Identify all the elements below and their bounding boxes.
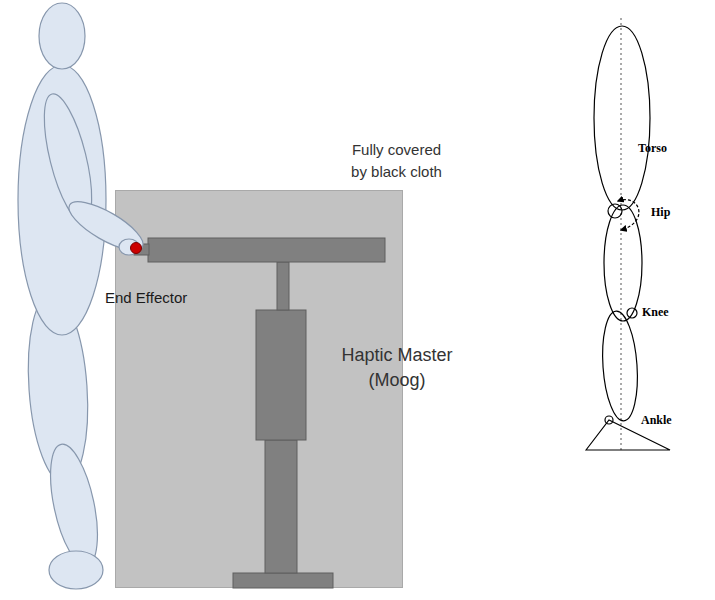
upper-arm <box>35 90 102 227</box>
hip-rotation-arrow <box>618 200 639 230</box>
device-name: Haptic Master (Moog) <box>332 343 462 393</box>
column-upper <box>256 310 306 440</box>
joint-name: Knee <box>642 305 669 320</box>
foot <box>49 551 103 589</box>
device-cover-box: Fully covered by black clothHaptic Maste… <box>115 190 403 588</box>
segment-model <box>586 26 670 450</box>
shank <box>42 440 107 570</box>
post <box>277 262 289 310</box>
torso-segment <box>594 26 650 210</box>
joint-name: Hip <box>651 205 670 220</box>
joint-name: Ankle <box>641 413 672 428</box>
person-arm <box>63 193 150 259</box>
part-name: End Effector <box>105 289 187 306</box>
hip-joint <box>608 204 622 218</box>
end-effector-stem <box>134 244 149 255</box>
vertical-reference <box>621 18 622 452</box>
head <box>39 3 85 69</box>
horizontal-bar <box>148 238 385 262</box>
person-figure <box>18 3 106 589</box>
knee-joint <box>627 308 637 318</box>
segment-name: Torso <box>638 141 667 156</box>
shank-segment <box>599 310 641 422</box>
hand <box>119 239 139 255</box>
cover-note: Fully covered by black cloth <box>344 139 449 183</box>
end-effector-dot <box>131 243 142 254</box>
torso <box>18 65 106 335</box>
column-lower <box>265 440 297 573</box>
forearm <box>63 193 150 259</box>
thigh-segment <box>604 205 642 321</box>
base <box>233 573 333 588</box>
